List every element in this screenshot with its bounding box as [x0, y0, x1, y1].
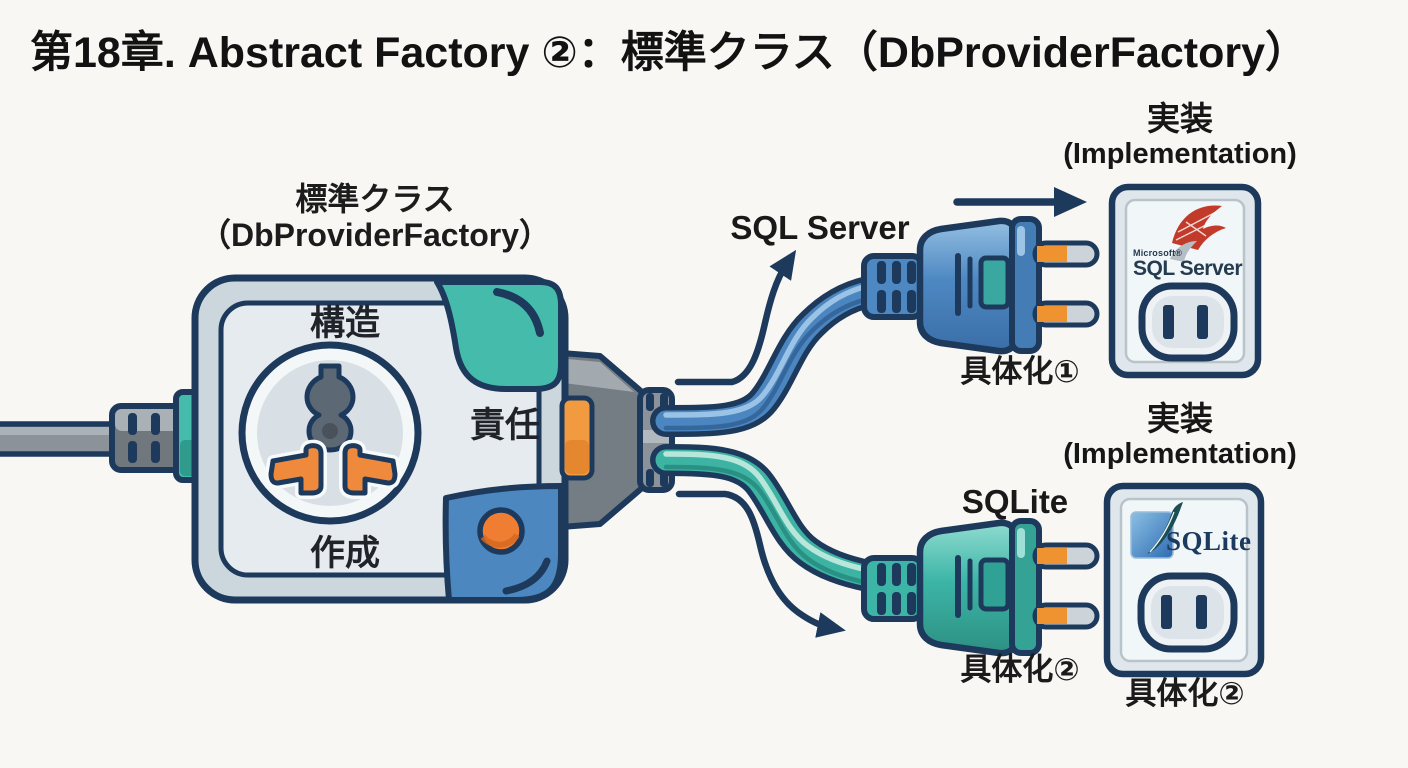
abstract-factory-adapter: [191, 274, 569, 604]
plug-prongs: [1032, 240, 1100, 328]
implementation-en: (Implementation): [1063, 137, 1297, 170]
implementation-ja: 実装: [1147, 100, 1213, 137]
sqlite-implementation-label: 実装 (Implementation): [1035, 400, 1325, 470]
sqlite-socket: [1103, 482, 1265, 678]
sqlite-plug-caption: 具体化②: [960, 652, 1080, 687]
sql-server-socket: [1108, 183, 1262, 379]
arrows: [674, 187, 1087, 638]
sqlite-cable: [650, 444, 884, 592]
implementation-ja: 実装: [1147, 400, 1213, 437]
sql-server-logo-text: Microsoft® SQL Server: [1133, 248, 1243, 280]
sql-server-cable-label: SQL Server: [730, 209, 910, 246]
universal-socket: [238, 341, 422, 525]
sqlite-logo-text: SQLite: [1166, 526, 1252, 556]
ground-pin-slot: [304, 363, 356, 453]
sql-server-cable: [650, 276, 884, 437]
sql-implementation-label: 実装 (Implementation): [1035, 100, 1325, 170]
adapter-label-line1: 標準クラス: [295, 181, 455, 217]
structure-label: 構造: [309, 304, 380, 343]
socket-outlet: [1138, 282, 1238, 362]
implementation-en: (Implementation): [1063, 437, 1297, 470]
plug-prongs: [1032, 542, 1100, 630]
sqlite-socket-caption: 具体化②: [1125, 676, 1245, 711]
page-title: 第18章. Abstract Factory ②：標準クラス（DbProvide…: [30, 29, 1309, 77]
socket-outlet: [1137, 572, 1238, 653]
curved-arrow-sql-icon: [674, 249, 797, 386]
curved-arrow-sqlite-icon: [675, 490, 846, 638]
angled-pin-slots: [265, 439, 401, 499]
sql-plug-caption: 具体化①: [960, 354, 1080, 389]
sql-server-product-text: SQL Server: [1133, 257, 1243, 280]
creation-label: 作成: [309, 534, 380, 573]
adapter-label: 標準クラス （DbProviderFactory）: [175, 181, 575, 254]
sqlite-logo-icon: [1130, 502, 1183, 559]
adapter-label-line2: （DbProviderFactory）: [198, 216, 552, 253]
input-cable: [0, 389, 207, 483]
sql-server-plug: [861, 216, 1100, 355]
sqlite-plug: [861, 518, 1100, 657]
microsoft-brand-text: Microsoft®: [1133, 248, 1183, 258]
responsibility-label: 責任: [469, 406, 540, 445]
sql-server-logo-icon: [1170, 205, 1226, 262]
sqlite-cable-label: SQLite: [961, 483, 1069, 520]
